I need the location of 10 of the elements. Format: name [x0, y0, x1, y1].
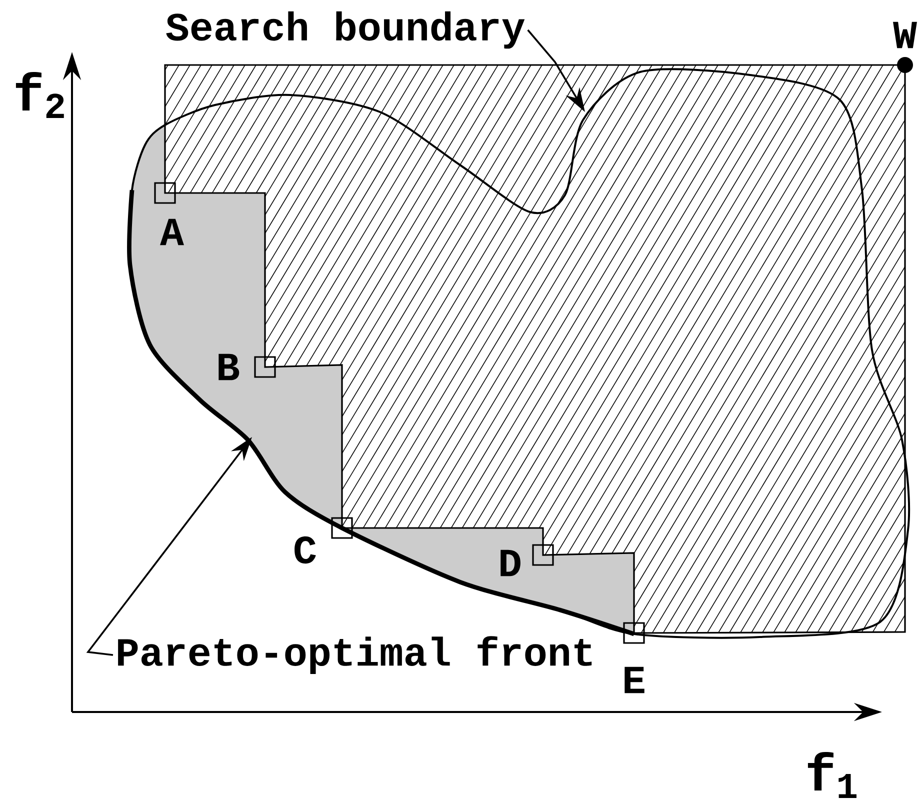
axis-label: f$_{1}$ — [808, 752, 856, 798]
point-label: E — [624, 666, 644, 694]
point-label: B — [218, 354, 240, 380]
point-label: A — [160, 218, 184, 246]
point-label: D — [500, 550, 520, 576]
reference-point-label: W — [893, 22, 917, 48]
callout-text: Search boundary — [166, 11, 525, 49]
axis-label: f$_{2}$ — [16, 72, 64, 118]
point-label: C — [294, 536, 316, 564]
callout-text: Pareto-optimal front — [118, 636, 592, 674]
